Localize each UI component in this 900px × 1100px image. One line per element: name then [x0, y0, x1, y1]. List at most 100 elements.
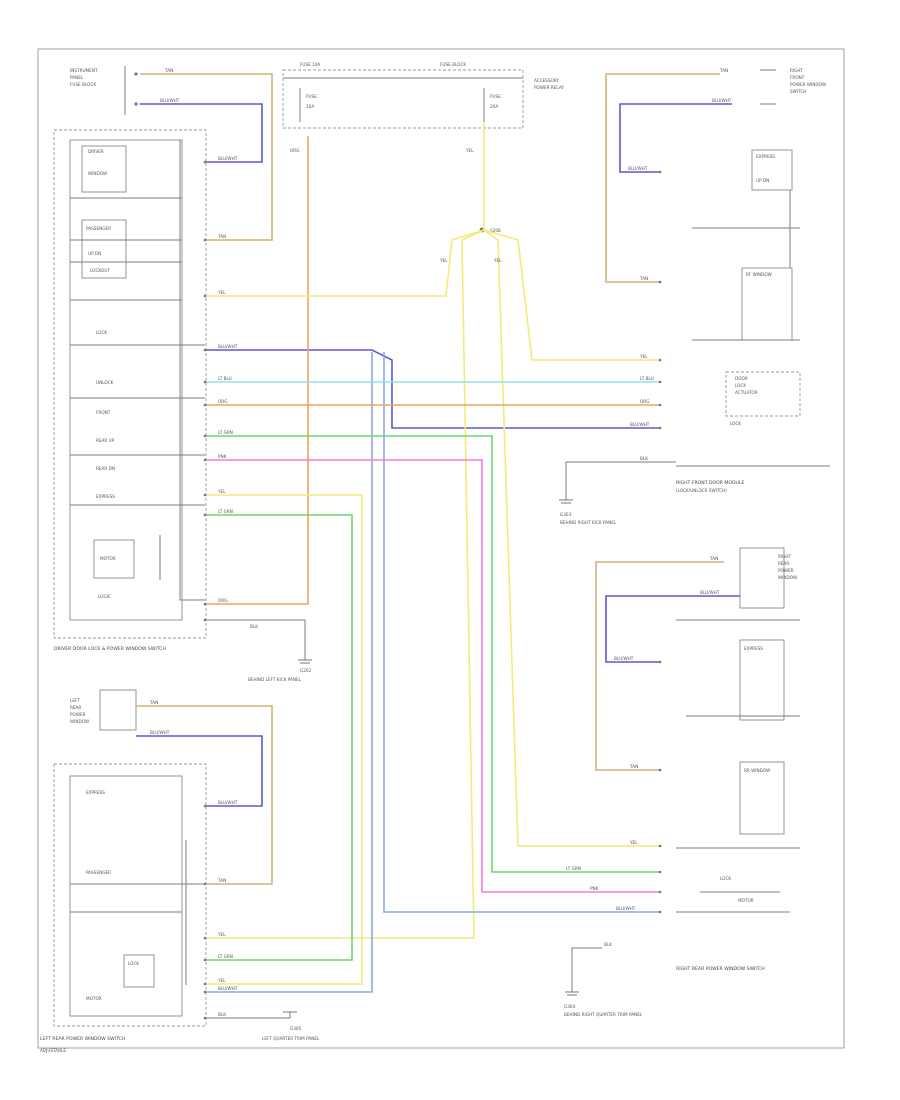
- svg-text:BLU/WHT: BLU/WHT: [150, 730, 170, 735]
- svg-text:LT GRN: LT GRN: [218, 509, 233, 514]
- svg-text:20A: 20A: [490, 104, 498, 109]
- svg-text:LEFT: LEFT: [70, 698, 80, 703]
- svg-text:TAN: TAN: [217, 878, 226, 883]
- svg-text:LOCK: LOCK: [128, 961, 139, 966]
- svg-text:BLK: BLK: [250, 624, 258, 629]
- svg-text:TAN: TAN: [639, 276, 648, 281]
- blue-wire-door-lock: [205, 349, 660, 429]
- svg-text:TAN: TAN: [217, 234, 226, 239]
- svg-text:MOTOR: MOTOR: [86, 996, 102, 1001]
- blue-wires: [136, 103, 740, 807]
- svg-text:PANEL: PANEL: [70, 75, 84, 80]
- driver-ground: BLK G202 BEHIND LEFT KICK PANEL: [205, 619, 312, 682]
- fuse-label: FUSE 10A: [300, 62, 320, 67]
- right-rear-ground-label: G304: [564, 1004, 576, 1009]
- svg-text:TAN: TAN: [164, 68, 173, 73]
- fuse-block-group: FUSE BLOCK FUSE 10A FUSE 10A FUSE 20A AC…: [282, 62, 564, 129]
- svg-text:POWER: POWER: [778, 568, 794, 573]
- svg-text:YEL: YEL: [493, 258, 502, 263]
- diagram-frame: [37, 48, 845, 1049]
- yellow-wire-right-front: [483, 229, 660, 361]
- svg-text:BEHIND LEFT KICK PANEL: BEHIND LEFT KICK PANEL: [248, 677, 302, 682]
- svg-text:YEL: YEL: [639, 354, 648, 359]
- svg-text:YEL: YEL: [217, 932, 226, 937]
- svg-text:UP DN: UP DN: [88, 251, 101, 256]
- svg-text:DOOR: DOOR: [735, 376, 748, 381]
- tan-wire-left-rear: [136, 705, 273, 885]
- svg-text:YEL: YEL: [217, 290, 226, 295]
- svg-text:YEL: YEL: [217, 978, 226, 983]
- svg-text:BLU/WHT: BLU/WHT: [160, 98, 180, 103]
- svg-text:WINDOW: WINDOW: [778, 575, 797, 580]
- driver-ground-label: G202: [300, 668, 312, 673]
- svg-text:EXPRESS: EXPRESS: [756, 154, 775, 159]
- blue-wire-left-rear: [136, 735, 263, 807]
- svg-text:DRIVER: DRIVER: [88, 149, 104, 154]
- svg-text:POWER WINDOW: POWER WINDOW: [790, 82, 826, 87]
- svg-text:FRONT: FRONT: [96, 410, 111, 415]
- svg-text:LEFT QUARTER TRIM PANEL: LEFT QUARTER TRIM PANEL: [262, 1036, 320, 1041]
- svg-text:LT BLU: LT BLU: [218, 376, 232, 381]
- light-blue-wires: [205, 352, 660, 993]
- svg-text:LT GRN: LT GRN: [218, 954, 233, 959]
- green-wire-left-rear: [205, 514, 353, 961]
- passenger-switch-group: RIGHT FRONT POWER WINDOW SWITCH EXPRESS …: [692, 68, 826, 341]
- yellow-wire-branch-a: [205, 229, 485, 939]
- blue-wire-right-rear: [605, 595, 740, 663]
- svg-text:YEL: YEL: [465, 148, 474, 153]
- svg-text:RIGHT: RIGHT: [790, 68, 804, 73]
- svg-text:BLU/WHT: BLU/WHT: [712, 98, 732, 103]
- svg-text:10A: 10A: [306, 104, 314, 109]
- svg-text:LOCK: LOCK: [730, 421, 741, 426]
- svg-text:LOGIC: LOGIC: [98, 594, 111, 599]
- svg-text:UNLOCK: UNLOCK: [96, 380, 114, 385]
- svg-text:BLU/WHT: BLU/WHT: [218, 800, 238, 805]
- svg-text:REAR DN: REAR DN: [96, 466, 115, 471]
- svg-text:PASSENGER: PASSENGER: [86, 226, 111, 231]
- yellow-wires: [205, 122, 660, 985]
- svg-text:EXPRESS: EXPRESS: [744, 646, 763, 651]
- svg-text:BLU/WHT: BLU/WHT: [616, 906, 636, 911]
- svg-text:REAR UP: REAR UP: [96, 438, 115, 443]
- svg-text:PASSENGER: PASSENGER: [86, 870, 111, 875]
- orange-wire: [205, 136, 309, 605]
- svg-text:YEL: YEL: [629, 840, 638, 845]
- yellow-wire-express: [205, 494, 363, 985]
- svg-text:BLK: BLK: [604, 942, 612, 947]
- svg-text:PNK: PNK: [590, 886, 599, 891]
- svg-text:LT GRN: LT GRN: [566, 866, 581, 871]
- driver-switch-label: DRIVER DOOR LOCK & POWER WINDOW SWITCH: [54, 646, 166, 652]
- svg-text:PNK: PNK: [218, 454, 227, 459]
- tan-wires: [136, 73, 724, 885]
- svg-text:BEHIND RIGHT KICK PANEL: BEHIND RIGHT KICK PANEL: [560, 520, 617, 525]
- fuse-block-label: FUSE BLOCK: [440, 62, 466, 67]
- svg-text:LT BLU: LT BLU: [640, 376, 654, 381]
- svg-text:MOTOR: MOTOR: [100, 556, 116, 561]
- svg-text:BLK: BLK: [218, 1012, 226, 1017]
- right-front-ground-label: G303: [560, 512, 572, 517]
- wire-tags: TAN BLU/WHT BLU/WHT TAN YEL BLU/WHT LT B…: [149, 68, 732, 1017]
- svg-text:(LOCK/UNLOCK SWITCH): (LOCK/UNLOCK SWITCH): [676, 488, 727, 493]
- svg-text:LOCK: LOCK: [720, 876, 731, 881]
- tan-wire-top-right: [605, 73, 720, 283]
- svg-text:LOCK: LOCK: [735, 383, 746, 388]
- tan-wire-right-rear: [595, 561, 724, 771]
- svg-text:S208: S208: [490, 228, 501, 233]
- svg-text:BLU/WHT: BLU/WHT: [218, 344, 238, 349]
- svg-text:FRONT: FRONT: [790, 75, 805, 80]
- svg-text:BEHIND RIGHT QUARTER TRIM PANE: BEHIND RIGHT QUARTER TRIM PANEL: [564, 1012, 643, 1017]
- svg-text:BLU/WHT: BLU/WHT: [218, 156, 238, 161]
- svg-text:ACTUATOR: ACTUATOR: [735, 390, 758, 395]
- svg-text:FUSE: FUSE: [306, 94, 317, 99]
- svg-text:RF WINDOW: RF WINDOW: [746, 272, 772, 277]
- svg-text:TAN: TAN: [719, 68, 728, 73]
- pink-wire: [205, 459, 660, 893]
- svg-text:REAR: REAR: [778, 561, 789, 566]
- svg-text:TAN: TAN: [709, 556, 718, 561]
- svg-text:INSTRUMENT: INSTRUMENT: [70, 68, 98, 73]
- svg-text:ACCESSORY: ACCESSORY: [534, 78, 560, 83]
- right-front-module-group: DOOR LOCK ACTUATOR LOCK RIGHT FRONT DOOR…: [559, 371, 830, 525]
- svg-text:UP DN: UP DN: [756, 178, 769, 183]
- driver-switch-module: DRIVER DOOR LOCK & POWER WINDOW SWITCH D…: [53, 129, 207, 652]
